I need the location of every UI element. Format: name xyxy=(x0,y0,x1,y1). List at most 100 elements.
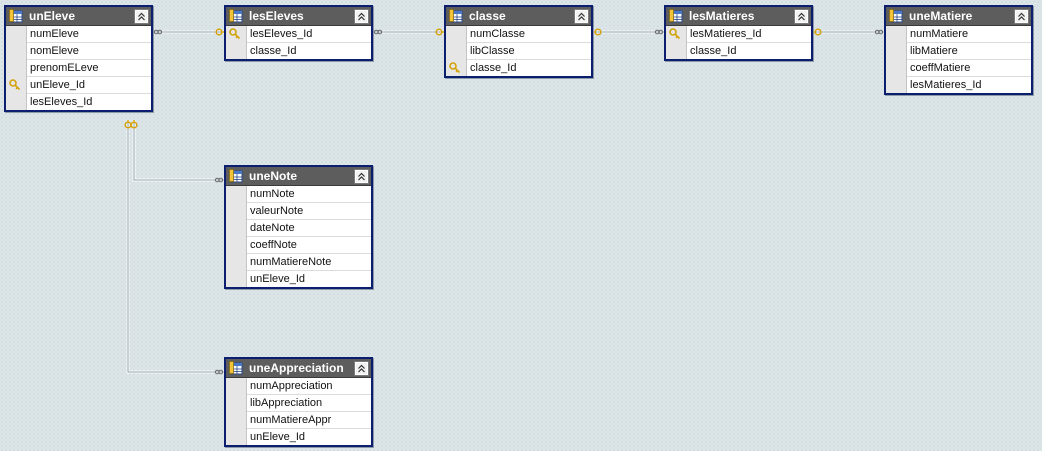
relationship-key-icon xyxy=(124,120,132,129)
table-lesEleves[interactable]: lesEleves lesEleves_Id classe_Id xyxy=(224,5,373,61)
column-row[interactable]: numMatiere xyxy=(907,26,1031,43)
collapse-icon[interactable] xyxy=(134,8,149,24)
table-title: lesEleves xyxy=(249,9,304,23)
column-row[interactable]: prenomELeve xyxy=(27,60,151,77)
table-header[interactable]: uneMatiere xyxy=(886,7,1031,26)
table-icon xyxy=(229,169,243,183)
column-list: numNote valeurNote dateNote coeffNote numMat… xyxy=(247,186,371,287)
column-row[interactable]: classe_Id xyxy=(687,43,811,59)
column-row[interactable]: nomEleve xyxy=(27,43,151,60)
column-name: classe_Id xyxy=(690,45,737,57)
relationship-unEleve-uneNote[interactable] xyxy=(130,120,224,183)
table-title: uneNote xyxy=(249,169,297,183)
column-row[interactable]: lesMatieres_Id xyxy=(907,77,1031,93)
column-name: lesMatieres_Id xyxy=(690,28,762,40)
relationship-key-icon xyxy=(215,28,224,36)
column-name: lesEleves_Id xyxy=(250,28,313,40)
column-name: unEleve_Id xyxy=(30,79,86,91)
column-row[interactable]: libAppreciation xyxy=(247,395,371,412)
collapse-icon[interactable] xyxy=(354,360,369,376)
column-name: numMatiereNote xyxy=(250,256,332,268)
column-row[interactable]: lesEleves_Id xyxy=(27,94,151,110)
table-classe[interactable]: classe numClasse libClasse classe_Id xyxy=(444,5,593,78)
table-uneMatiere[interactable]: uneMatiere numMatiere libMatiere coeffMatie… xyxy=(884,5,1033,95)
collapse-icon[interactable] xyxy=(794,8,809,24)
column-name: dateNote xyxy=(250,222,295,234)
table-header[interactable]: classe xyxy=(446,7,591,26)
table-header[interactable]: lesEleves xyxy=(226,7,371,26)
column-name: classe_Id xyxy=(470,62,517,74)
column-row[interactable]: unEleve_Id xyxy=(9,77,151,94)
relationship-infinity-icon xyxy=(214,177,224,183)
column-row[interactable]: classe_Id xyxy=(247,43,371,59)
column-row[interactable]: unEleve_Id xyxy=(247,271,371,287)
row-gutter xyxy=(226,378,247,445)
table-header[interactable]: unEleve xyxy=(6,7,151,26)
table-body: lesMatieres_Id classe_Id xyxy=(666,26,811,59)
table-header[interactable]: lesMatieres xyxy=(666,7,811,26)
relationship-unEleve-uneAppreciation[interactable] xyxy=(124,120,224,375)
column-name: valeurNote xyxy=(250,205,304,217)
collapse-icon[interactable] xyxy=(1014,8,1029,24)
column-row[interactable]: numNote xyxy=(247,186,371,203)
column-name: coeffNote xyxy=(250,239,297,251)
column-name: libMatiere xyxy=(910,45,958,57)
table-icon xyxy=(229,361,243,375)
row-gutter xyxy=(886,26,907,93)
column-row[interactable]: numMatiereNote xyxy=(247,254,371,271)
column-row[interactable]: coeffNote xyxy=(247,237,371,254)
column-row[interactable]: numAppreciation xyxy=(247,378,371,395)
relationship-infinity-icon xyxy=(874,29,884,35)
collapse-icon[interactable] xyxy=(574,8,589,24)
primary-key-icon xyxy=(449,62,461,74)
column-name: classe_Id xyxy=(250,45,297,57)
table-icon xyxy=(449,9,463,23)
relationship-unEleve-lesEleves[interactable] xyxy=(153,28,224,36)
collapse-icon[interactable] xyxy=(354,168,369,184)
collapse-icon[interactable] xyxy=(354,8,369,24)
table-lesMatieres[interactable]: lesMatieres lesMatieres_Id classe_Id xyxy=(664,5,813,61)
column-list: numClasse libClasse classe_Id xyxy=(449,26,591,76)
column-row[interactable]: lesEleves_Id xyxy=(229,26,371,43)
table-uneNote[interactable]: uneNote numNote valeurNote dateNote coeffNot… xyxy=(224,165,373,289)
column-name: numClasse xyxy=(470,28,526,40)
column-row[interactable]: numClasse xyxy=(467,26,591,43)
relationship-key-icon xyxy=(593,28,602,36)
row-gutter xyxy=(6,26,27,110)
relationship-infinity-icon xyxy=(373,29,383,35)
column-row[interactable]: dateNote xyxy=(247,220,371,237)
column-row[interactable]: valeurNote xyxy=(247,203,371,220)
relationship-lesEleves-classe[interactable] xyxy=(373,28,444,36)
relationship-lesMatieres-uneMatiere[interactable] xyxy=(813,28,884,36)
table-header[interactable]: uneAppreciation xyxy=(226,359,371,378)
primary-key-icon xyxy=(229,28,241,40)
table-icon xyxy=(669,9,683,23)
column-name: numMatiere xyxy=(910,28,969,40)
column-row[interactable]: classe_Id xyxy=(449,60,591,76)
column-row[interactable]: lesMatieres_Id xyxy=(669,26,811,43)
relationship-key-icon xyxy=(130,120,138,129)
table-title: uneMatiere xyxy=(909,9,973,23)
table-icon xyxy=(889,9,903,23)
relationship-classe-lesMatieres[interactable] xyxy=(593,28,664,36)
column-row[interactable]: libClasse xyxy=(467,43,591,60)
column-row[interactable]: coeffMatiere xyxy=(907,60,1031,77)
column-name: numEleve xyxy=(30,28,79,40)
table-body: numNote valeurNote dateNote coeffNote numMat… xyxy=(226,186,371,287)
relationship-infinity-icon xyxy=(214,369,224,375)
column-name: numNote xyxy=(250,188,295,200)
column-row[interactable]: unEleve_Id xyxy=(247,429,371,445)
column-name: numMatiereAppr xyxy=(250,414,332,426)
table-header[interactable]: uneNote xyxy=(226,167,371,186)
column-row[interactable]: numEleve xyxy=(27,26,151,43)
column-row[interactable]: numMatiereAppr xyxy=(247,412,371,429)
table-title: classe xyxy=(469,9,506,23)
table-body: numClasse libClasse classe_Id xyxy=(446,26,591,76)
relationship-infinity-icon xyxy=(153,29,163,35)
column-row[interactable]: libMatiere xyxy=(907,43,1031,60)
